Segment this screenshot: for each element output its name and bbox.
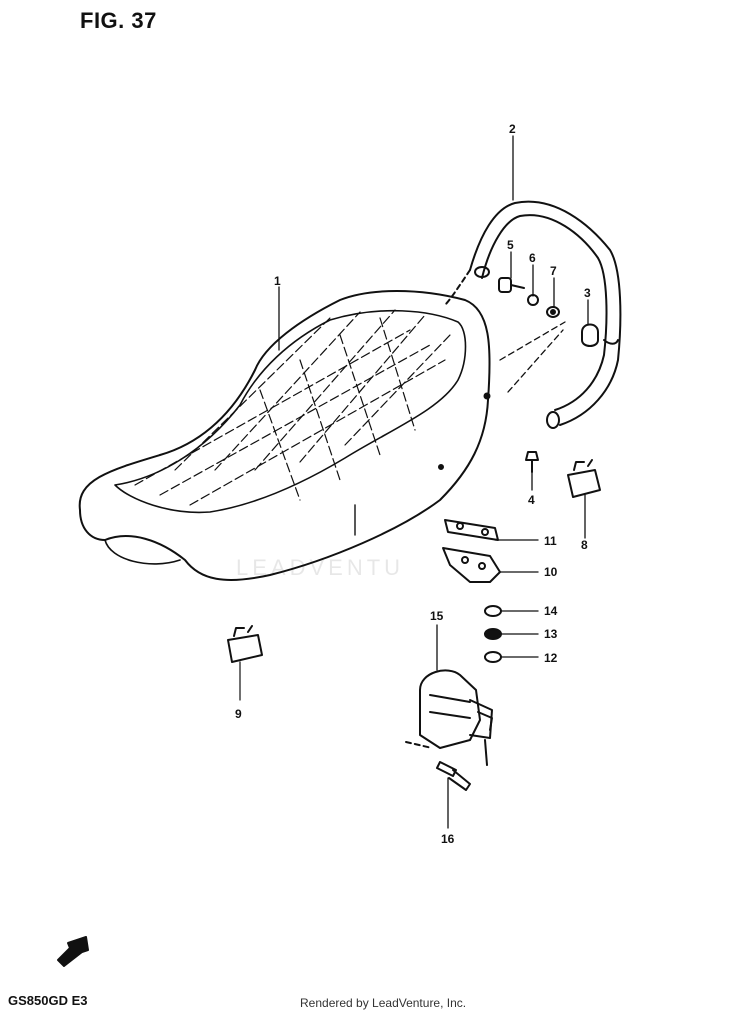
- hinge-plates: [442, 519, 501, 583]
- callout-5: 5: [507, 238, 514, 252]
- callout-8: 8: [581, 538, 588, 552]
- seat-lock-part: [405, 669, 493, 766]
- callout-15: 15: [430, 609, 444, 623]
- callout-2: 2: [509, 122, 516, 136]
- callout-10: 10: [544, 565, 558, 579]
- callout-7: 7: [550, 264, 557, 278]
- callout-labels: 1 2 3 4 5 6 7 8 9 10 11 12 13 14 15 16: [235, 122, 591, 846]
- bracket-part-8: [567, 459, 601, 498]
- direction-arrow: [57, 936, 89, 967]
- callout-9: 9: [235, 707, 242, 721]
- nuts-washers: [484, 605, 502, 663]
- callout-16: 16: [441, 832, 455, 846]
- callout-4: 4: [528, 493, 535, 507]
- callout-3: 3: [584, 286, 591, 300]
- callout-13: 13: [544, 627, 558, 641]
- callout-11: 11: [544, 534, 557, 548]
- callout-12: 12: [544, 651, 558, 665]
- callout-6: 6: [529, 251, 536, 265]
- render-credit: Rendered by LeadVenture, Inc.: [300, 996, 467, 1010]
- leader-lines: [278, 135, 589, 829]
- grab-rail-part: [444, 200, 622, 429]
- seat-part: [78, 290, 491, 581]
- figure-title: FIG. 37: [80, 8, 157, 33]
- callout-1: 1: [274, 274, 281, 288]
- bracket-part-9: [227, 625, 263, 701]
- callout-14: 14: [544, 604, 558, 618]
- mounting-hardware: [498, 277, 599, 473]
- model-code: GS850GD E3: [8, 993, 88, 1008]
- bolt-part-16: [436, 761, 471, 791]
